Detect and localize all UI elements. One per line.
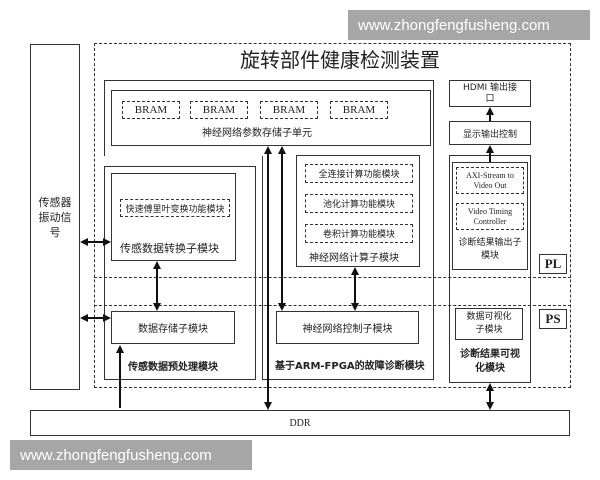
diagnosis-output-submodule: AXI-Stream to Video Out Video Timing Con… — [452, 162, 528, 270]
data-convert-submodule: 快速傅里叶变换功能模块 传感数据转换子模块 — [111, 173, 236, 261]
nn-storage-label: 神经网络参数存储子单元 — [202, 128, 312, 139]
preprocess-module — [104, 166, 256, 380]
sensor-signal-box: 传感器振动信号 — [30, 44, 80, 390]
bram-block-2: BRAM — [190, 101, 248, 119]
bram-block-1: BRAM — [122, 101, 180, 119]
hdmi-output-interface: HDMI 输出接口 — [449, 80, 531, 107]
device-frame — [94, 43, 571, 388]
data-convert-label: 传感数据转换子模块 — [120, 242, 219, 255]
bram-block-4: BRAM — [330, 101, 388, 119]
visualization-module-label: 诊断结果可视化模块 — [460, 349, 520, 374]
watermark-bottom-text: www.zhongfengfusheng.com — [20, 446, 212, 464]
nn-control-submodule: 神经网络控制子模块 — [276, 311, 419, 344]
ps-boundary — [94, 305, 571, 306]
data-visualization-submodule: 数据可视化子模块 — [455, 308, 523, 340]
preprocess-module-label: 传感数据预处理模块 — [128, 362, 218, 373]
nn-storage-outer-frame — [104, 80, 434, 156]
fault-diagnosis-module-label: 基于ARM-FPGA的故障诊断模块 — [275, 361, 425, 372]
conv-compute-block: 卷积计算功能模块 — [305, 224, 413, 243]
video-timing-controller-block: Video Timing Controller — [456, 203, 524, 230]
pooling-compute-block: 池化计算功能模块 — [305, 194, 413, 213]
device-title: 旋转部件健康检测装置 — [240, 48, 440, 72]
watermark-top: www.zhongfengfusheng.com — [348, 10, 590, 40]
watermark-bottom: www.zhongfengfusheng.com — [10, 440, 252, 470]
nn-param-storage-unit: BRAM BRAM BRAM BRAM 神经网络参数存储子单元 — [111, 90, 431, 146]
pl-zone-label: PL — [539, 254, 567, 274]
watermark-top-text: www.zhongfengfusheng.com — [358, 16, 550, 34]
bram-block-3: BRAM — [260, 101, 318, 119]
ps-zone-label: PS — [539, 309, 567, 329]
fft-function-block: 快速傅里叶变换功能模块 — [120, 199, 230, 217]
display-output-control: 显示输出控制 — [449, 121, 531, 145]
nn-compute-label: 神经网络计算子模块 — [309, 253, 399, 264]
pl-boundary — [94, 277, 571, 278]
axi-stream-video-out-block: AXI-Stream to Video Out — [456, 167, 524, 194]
fc-compute-block: 全连接计算功能模块 — [305, 164, 413, 183]
sensor-signal-label: 传感器振动信号 — [38, 195, 72, 239]
diagnosis-output-label: 诊断结果输出子模块 — [458, 238, 522, 261]
nn-compute-submodule: 全连接计算功能模块 池化计算功能模块 卷积计算功能模块 神经网络计算子模块 — [296, 155, 420, 267]
data-storage-submodule: 数据存储子模块 — [111, 311, 235, 344]
ddr-memory-bar: DDR — [30, 410, 570, 436]
fault-diagnosis-module — [262, 156, 434, 380]
